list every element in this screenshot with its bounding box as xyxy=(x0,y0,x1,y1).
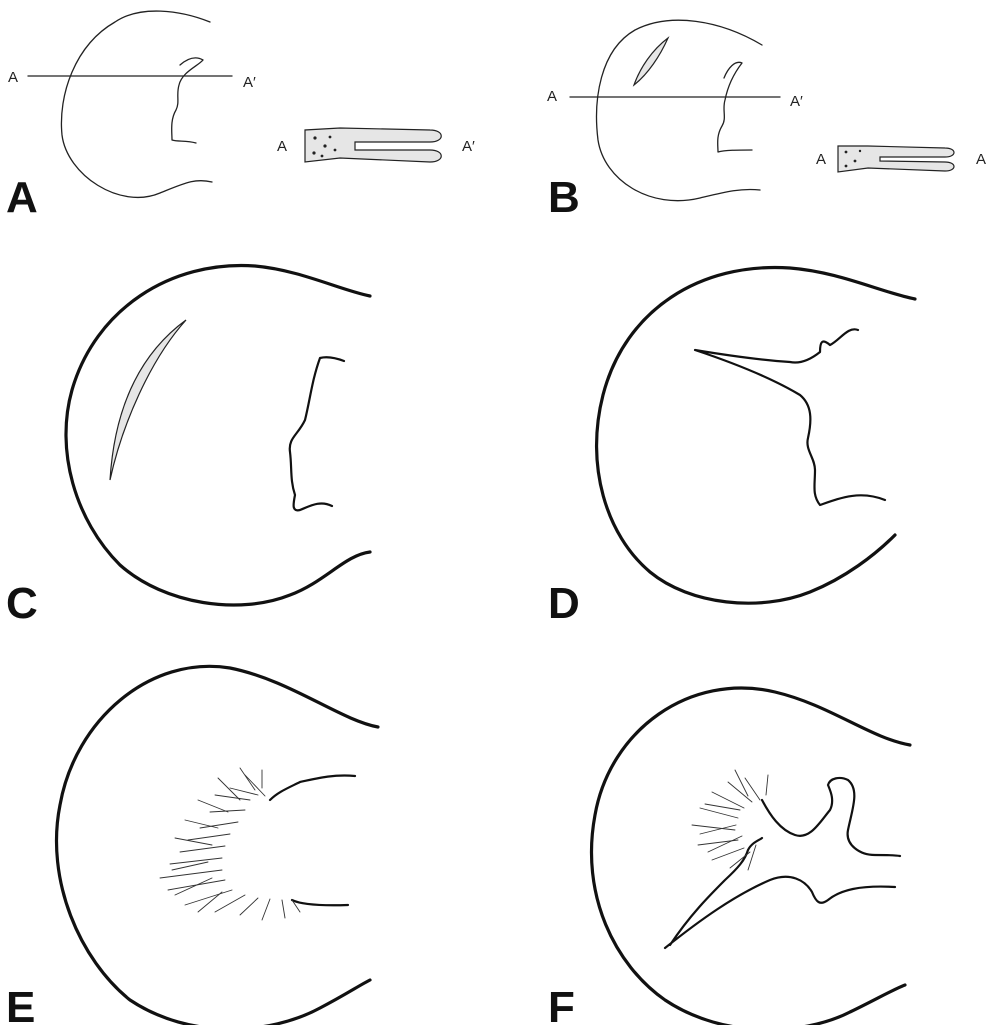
panel-b-letter: B xyxy=(548,173,580,222)
panel-f-outline xyxy=(591,688,910,1025)
panel-b-inset-shape xyxy=(838,146,954,172)
panel-a-cross-section-inset: A A′ xyxy=(277,128,475,162)
panel-b-ridge xyxy=(718,62,752,152)
panel-b: A A′ A A B xyxy=(547,20,986,222)
panel-c-slit xyxy=(110,320,186,480)
panel-d: D xyxy=(548,267,915,628)
panel-a-section-start-label: A xyxy=(8,69,18,86)
panel-b-section-end-label: A′ xyxy=(790,93,803,110)
panel-a-outline xyxy=(61,11,212,197)
panel-e: E xyxy=(6,666,378,1025)
panel-a-letter: A xyxy=(6,173,38,222)
panel-e-cleft xyxy=(270,775,355,905)
panel-d-letter: D xyxy=(548,579,580,628)
panel-a-inset-end-label: A′ xyxy=(462,138,475,155)
panel-b-inset-start-label: A xyxy=(816,151,826,168)
panel-a-inset-start-label: A xyxy=(277,138,287,155)
panel-f-cleft-lower xyxy=(665,838,895,948)
panel-d-outline xyxy=(597,267,915,603)
panel-f-letter: F xyxy=(548,983,575,1025)
panel-d-cleft xyxy=(695,329,885,505)
panel-e-outline xyxy=(56,666,378,1025)
panel-f-bristle-cluster xyxy=(692,770,768,870)
panel-c-letter: C xyxy=(6,579,38,628)
panel-a-section-end-label: A′ xyxy=(243,74,256,91)
panel-c: C xyxy=(6,266,370,628)
panel-b-outline xyxy=(597,20,762,200)
panel-b-cross-section-inset: A A xyxy=(816,146,986,172)
panel-f: F xyxy=(548,688,910,1025)
panel-b-section-start-label: A xyxy=(547,88,557,105)
panel-e-bristle-cluster xyxy=(160,768,300,920)
panel-a: A A′ A A′ A xyxy=(6,11,475,222)
panel-b-inset-end-label: A xyxy=(976,151,986,168)
panel-f-cleft-upper xyxy=(762,778,900,856)
panel-c-ridge xyxy=(290,357,344,510)
panel-c-outline xyxy=(66,266,370,605)
panel-b-slit xyxy=(634,38,668,85)
panel-e-letter: E xyxy=(6,983,35,1025)
panel-a-ridge xyxy=(172,58,203,143)
